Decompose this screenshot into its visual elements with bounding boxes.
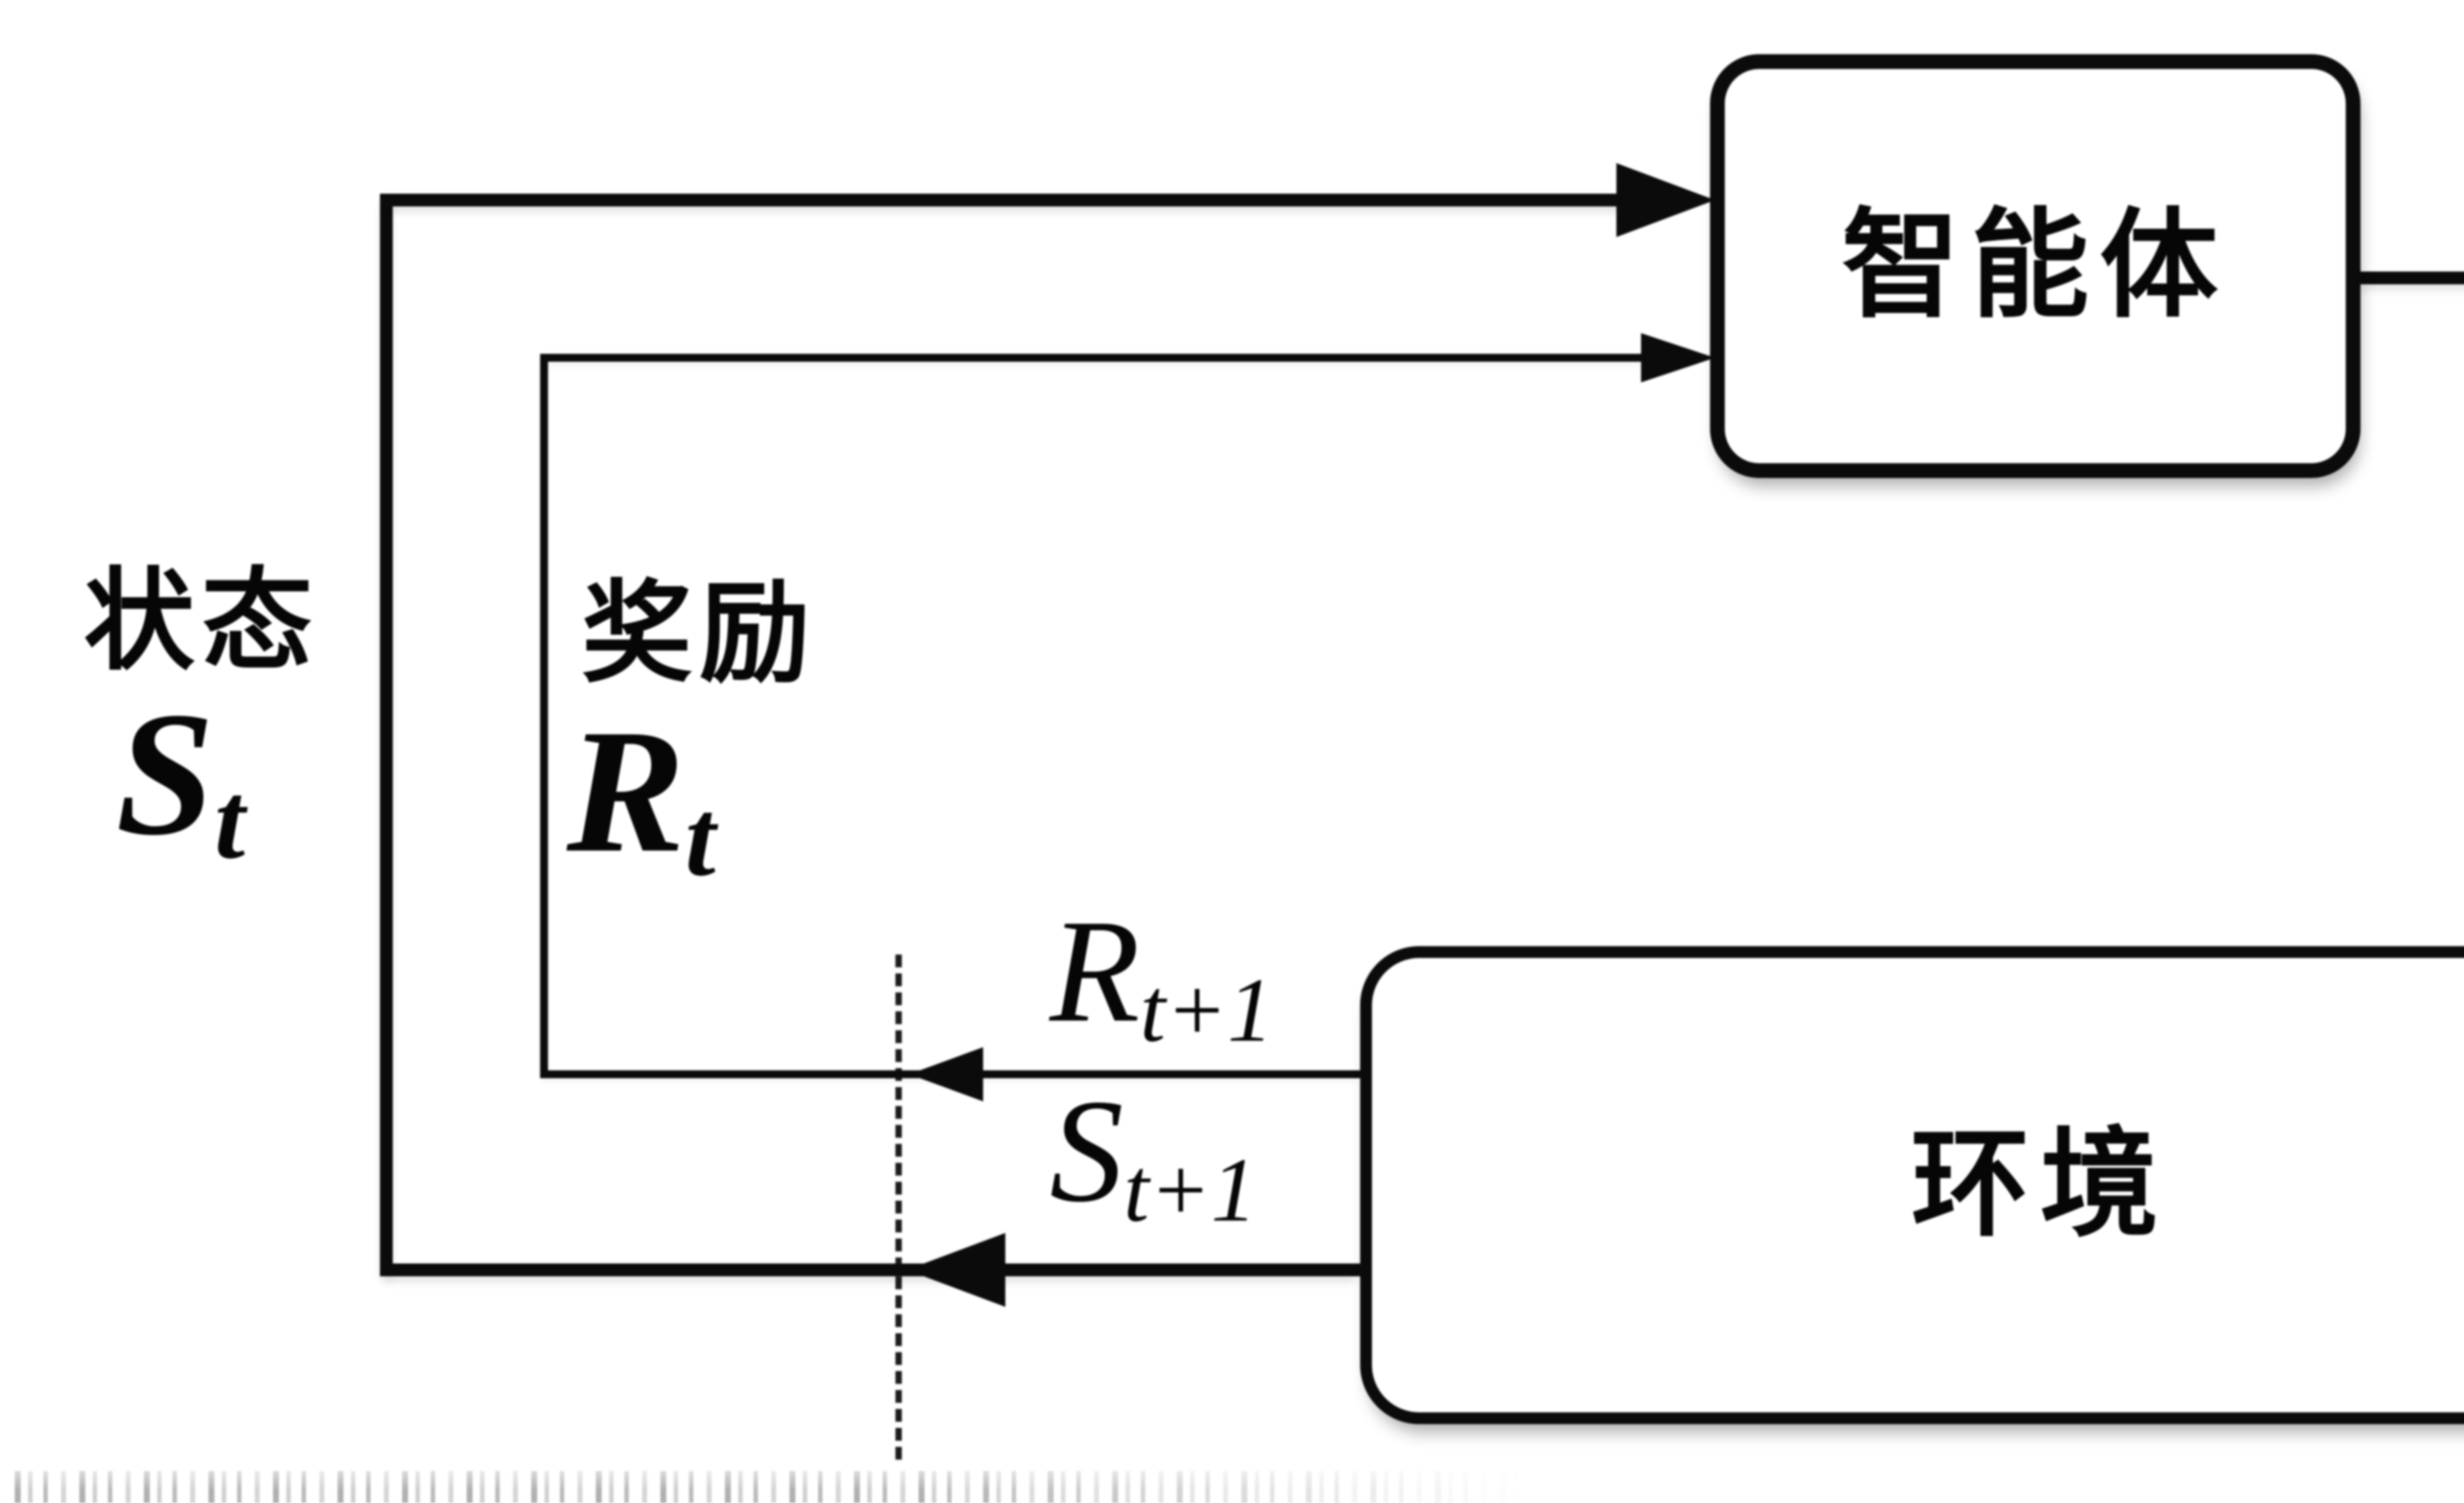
next-state-label: St+1 xyxy=(1050,1077,1257,1236)
environment-box-label: 环境 xyxy=(1911,1120,2169,1251)
next-state-arrowhead-icon xyxy=(907,1233,1005,1307)
state-symbol: St xyxy=(116,685,245,876)
next-reward-label: Rt+1 xyxy=(1050,897,1273,1056)
next-reward-arrowhead-icon xyxy=(909,1047,983,1101)
state-caption: 状态 xyxy=(84,560,319,683)
reward-arrowhead-icon xyxy=(1641,333,1715,382)
state-symbol-letter: S xyxy=(116,675,215,872)
environment-box: 环境 xyxy=(1360,946,2464,1424)
cropped-caption-strip xyxy=(15,1471,1656,1503)
reward-caption: 奖励 xyxy=(582,573,817,696)
agent-box-label: 智能体 xyxy=(1841,201,2229,332)
agent-box: 智能体 xyxy=(1710,54,2361,478)
reward-loop-line-top xyxy=(540,354,1649,362)
state-symbol-subscript: t xyxy=(214,760,245,882)
next-state-subscript: t+1 xyxy=(1124,1139,1257,1241)
reward-symbol: Rt xyxy=(567,702,716,893)
reward-loop-line-vertical xyxy=(540,354,548,1078)
next-reward-letter: R xyxy=(1050,889,1140,1053)
next-state-letter: S xyxy=(1050,1069,1124,1232)
reward-symbol-letter: R xyxy=(567,692,685,889)
action-line-top xyxy=(2356,272,2464,284)
state-loop-line-top xyxy=(380,194,1632,206)
reward-symbol-subscript: t xyxy=(685,777,716,899)
timestep-dashed-line xyxy=(895,955,902,1460)
state-loop-line-vertical xyxy=(380,194,393,1276)
next-reward-subscript: t+1 xyxy=(1140,959,1273,1061)
cropped-caption-fade xyxy=(15,1471,1656,1503)
next-state-line xyxy=(380,1264,1360,1276)
state-arrowhead-icon xyxy=(1616,163,1715,237)
